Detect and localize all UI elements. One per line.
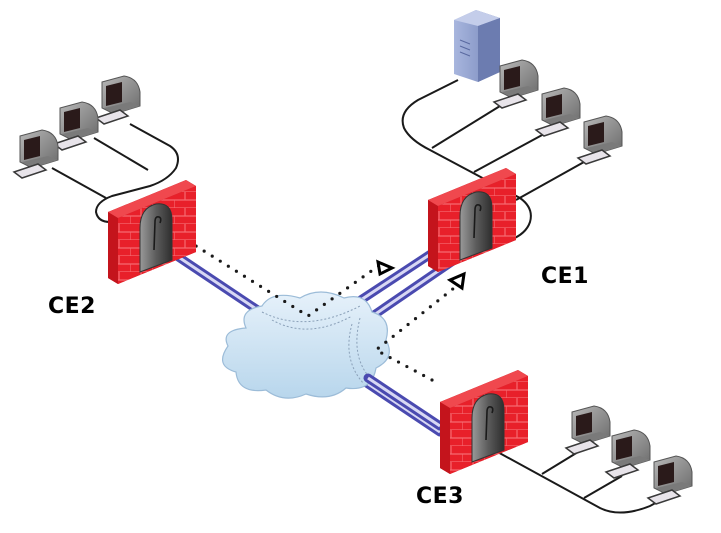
computer-icon <box>577 115 623 165</box>
ce2-lan-wiring <box>51 123 179 223</box>
tunnel-cloud-ce3 <box>363 373 445 431</box>
computer-icon <box>605 429 651 479</box>
computer-icon <box>13 129 59 179</box>
node-label-ce2: CE2 <box>48 294 96 319</box>
node-label-ce1: CE1 <box>541 264 589 289</box>
computer-icon <box>493 59 539 109</box>
computer-icon <box>53 101 99 151</box>
computer-icon <box>95 75 141 125</box>
computer-icon <box>535 87 581 137</box>
dotted-path-ce2-ce1 <box>178 234 386 318</box>
firewall-ce1-icon <box>427 167 517 273</box>
node-label-ce3: CE3 <box>416 484 464 509</box>
computer-icon <box>647 455 693 505</box>
arrow-head-icon <box>446 271 466 291</box>
firewall-ce3-icon <box>439 369 529 475</box>
ce3-lan-wiring <box>493 449 673 514</box>
server-icon <box>454 10 500 82</box>
computer-icon <box>565 405 611 455</box>
firewall-ce2-icon <box>107 179 197 285</box>
ce1-lan-wiring <box>401 79 585 241</box>
arrow-head-icon <box>376 259 396 277</box>
